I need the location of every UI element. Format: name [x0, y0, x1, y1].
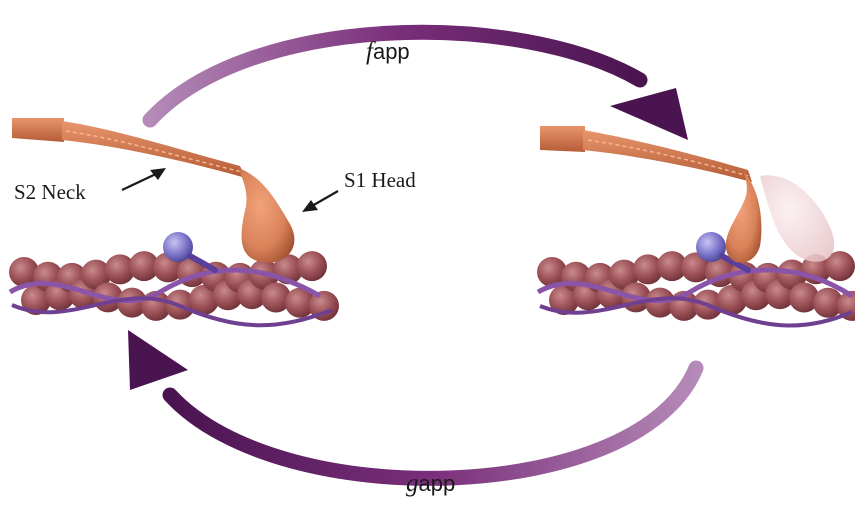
s1-head-pointer	[302, 191, 338, 212]
s2-neck-label: S2 Neck	[14, 180, 86, 205]
ghost-head	[760, 175, 834, 262]
s1-head-right	[726, 172, 762, 263]
forward-arrowhead	[610, 88, 688, 140]
forward-rate-subscript: app	[373, 39, 410, 64]
reverse-rate-subscript: app	[419, 471, 456, 496]
reverse-rate-symbol: g	[406, 470, 419, 497]
s1-head-left	[238, 168, 294, 263]
s1-head-label: S1 Head	[344, 168, 416, 193]
actin-monomer	[297, 251, 327, 281]
reverse-rate-label: gapp	[406, 470, 455, 498]
s2-neck-pointer	[122, 168, 166, 190]
reverse-arrowhead	[128, 330, 188, 390]
forward-rate-label: fapp	[366, 38, 410, 66]
reverse-rate-arrow	[128, 330, 696, 478]
right-myosin	[540, 126, 834, 263]
forward-rate-arrow	[150, 32, 688, 140]
forward-rate-symbol: f	[366, 38, 373, 65]
